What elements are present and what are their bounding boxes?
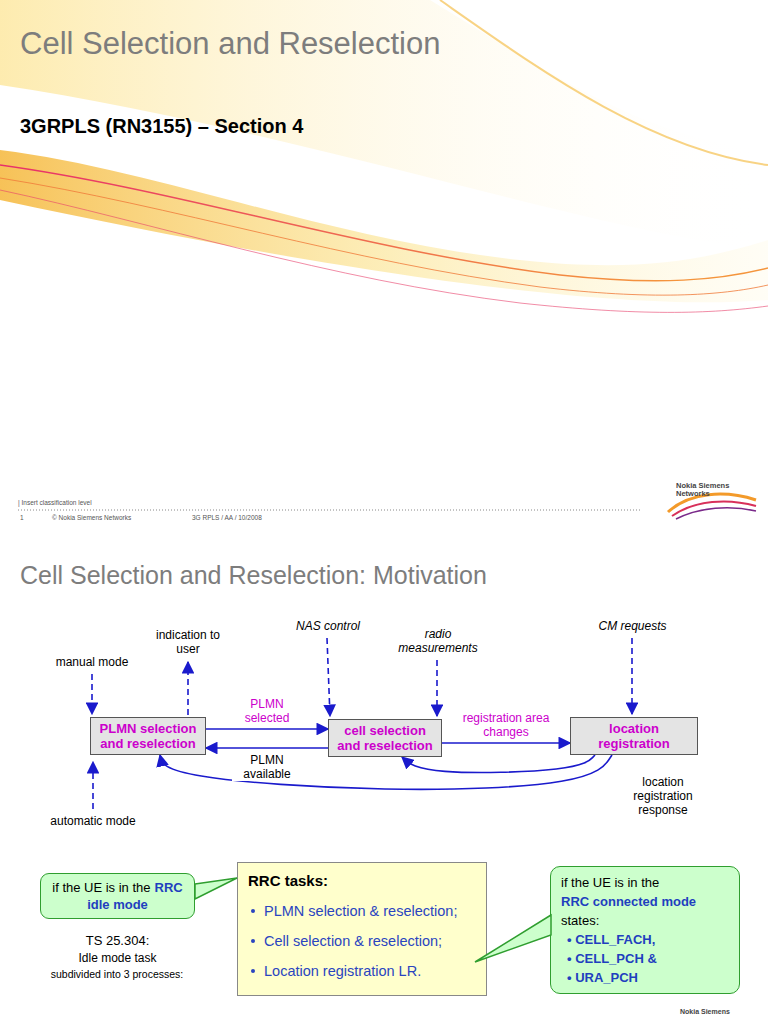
node-heading: location registration [575, 721, 693, 751]
input-arrow [327, 638, 330, 716]
process-box: cell selection and reselection [328, 719, 442, 757]
spec-note: subdivided into 3 processes: [32, 968, 202, 981]
callout-tail [195, 878, 237, 899]
node-text: Location registration LR. [248, 961, 476, 981]
process-box: location registration [570, 717, 698, 755]
swoosh-line [0, 165, 768, 281]
process-box: PLMN selection and reselection [90, 717, 206, 755]
node-heading: RRC tasks: [248, 871, 476, 891]
swoosh-band [0, 150, 768, 302]
spec-note: Idle mode task [40, 951, 195, 965]
output-arrow [187, 662, 189, 715]
io-label: indication to user [150, 628, 226, 656]
callout-bubble: if the UE is in theRRC idle mode [40, 873, 195, 919]
bullet-dot [251, 939, 255, 943]
input-arrow [92, 762, 94, 809]
flow-arrow [402, 755, 595, 773]
node-text: • CELL_PCH & [561, 949, 729, 968]
swoosh-line [0, 178, 768, 295]
node-text: PLMN selection & reselection; [248, 901, 476, 921]
bullet-dot [251, 909, 255, 913]
edge-label: location registration response [622, 775, 704, 817]
footer-rule [18, 510, 642, 511]
footer-note: 3G RPLS / AA / 10/2008 [192, 514, 322, 522]
node-heading: if the UE is in the [52, 880, 150, 895]
bullet-dot [251, 969, 255, 973]
spec-note: TS 25.304: [40, 933, 195, 949]
logo-text: Nokia Siemens [680, 1008, 752, 1016]
node-text: • URA_PCH [561, 968, 729, 987]
io-label: automatic mode [33, 814, 153, 828]
io-label: radio measurements [392, 627, 484, 655]
slide-title: Cell Selection and Reselection [20, 26, 440, 62]
flow-arrow [160, 755, 612, 789]
swoosh-line [0, 190, 768, 312]
page-number: 1 [20, 514, 32, 522]
slide-subtitle: 3GRPLS (RN3155) – Section 4 [20, 114, 540, 138]
edge-label: registration area changes [459, 711, 554, 739]
logo-text: Nokia Siemens Networks [676, 482, 738, 498]
io-label: manual mode [40, 655, 144, 669]
logo-swoosh [676, 508, 756, 519]
flow-arrow [206, 728, 328, 730]
node-heading: cell selection and reselection [333, 723, 437, 753]
task-box: RRC tasks: PLMN selection & reselection; C… [237, 862, 487, 996]
flow-arrow [442, 742, 570, 744]
flow-arrow [206, 747, 328, 749]
input-arrow [91, 674, 93, 714]
edge-label: PLMN available [232, 753, 302, 781]
slide-title: Cell Selection and Reselection: Motivati… [20, 560, 740, 590]
input-arrow [436, 660, 438, 716]
io-label: CM requests [585, 619, 680, 633]
copyright-note: © Nokia Siemens Networks [52, 514, 182, 522]
node-heading: if the UE is in the [561, 873, 729, 892]
node-heading: PLMN selection and reselection [95, 721, 201, 751]
io-label: NAS control [282, 619, 374, 633]
input-arrow [631, 638, 633, 714]
node-text: RRC connected mode [561, 892, 729, 911]
node-text: • CELL_FACH, [561, 930, 729, 949]
callout-bubble: if the UE is in theRRC connected modesta… [550, 866, 740, 994]
footer-note: | Insert classification level [18, 499, 238, 507]
node-text: states: [561, 911, 729, 930]
node-text: Cell selection & reselection; [248, 931, 476, 951]
edge-label: PLMN selected [229, 697, 305, 725]
swoosh-line [440, 0, 768, 165]
